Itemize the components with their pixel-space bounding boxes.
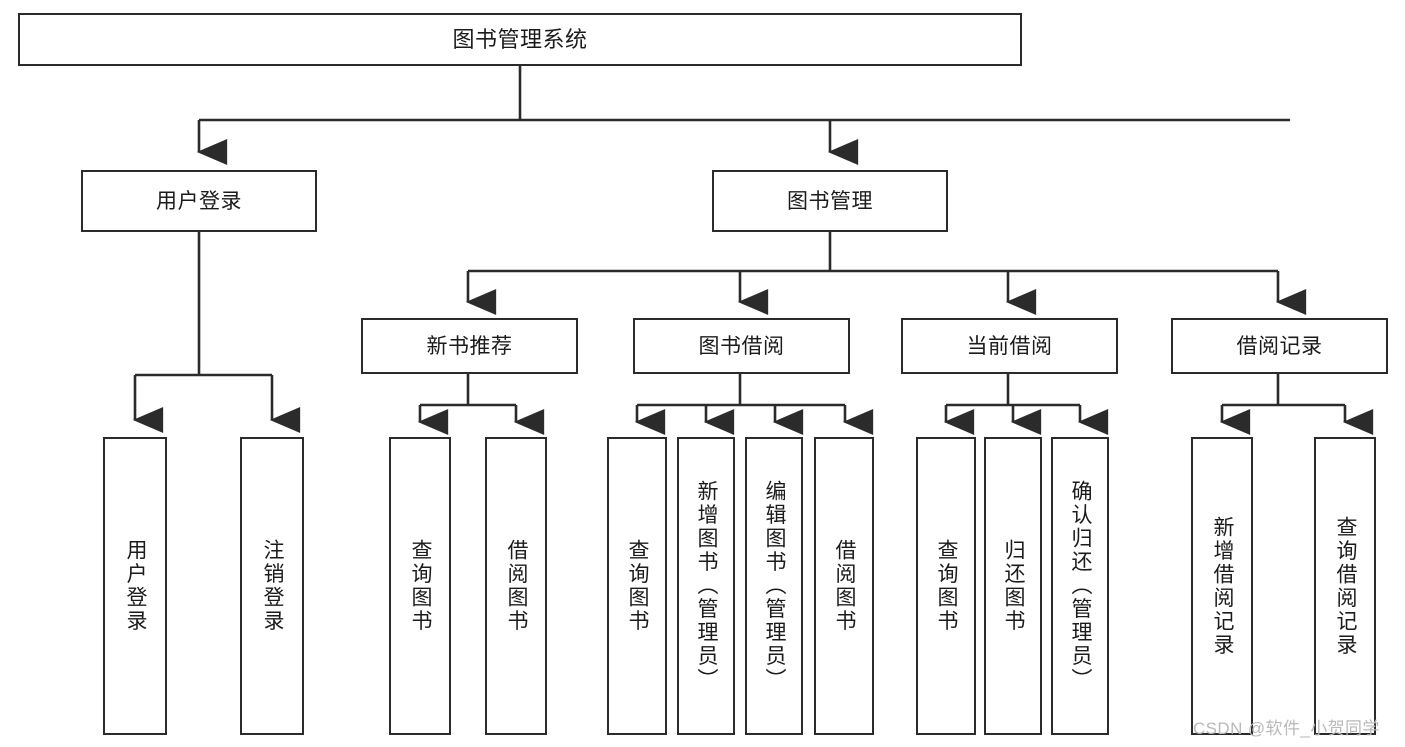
- leaf-user-login-signin[interactable]: 用户登录: [103, 437, 167, 735]
- leaf-user-login-signout[interactable]: 注销登录: [240, 437, 304, 735]
- node-label: 归还图书: [1002, 539, 1026, 633]
- node-label: 查询图书: [409, 539, 433, 633]
- node-label: 用户登录: [124, 539, 148, 633]
- node-book-management[interactable]: 图书管理: [712, 170, 948, 232]
- node-label: 新增借阅记录: [1211, 515, 1235, 657]
- node-label: 查询图书: [935, 539, 959, 633]
- leaf-newbook-borrow-book[interactable]: 借阅图书: [485, 437, 547, 735]
- node-user-login[interactable]: 用户登录: [81, 170, 317, 232]
- node-label: 图书管理: [787, 189, 873, 213]
- node-label: 编辑图书（管理员）: [763, 480, 787, 692]
- leaf-borrowrecords-query-record[interactable]: 查询借阅记录: [1314, 437, 1376, 735]
- node-book-borrow[interactable]: 图书借阅: [633, 318, 850, 374]
- node-current-borrow[interactable]: 当前借阅: [901, 318, 1118, 374]
- node-label: 借阅图书: [505, 539, 529, 633]
- leaf-currentborrow-query-book[interactable]: 查询图书: [916, 437, 976, 735]
- node-new-book-recommend[interactable]: 新书推荐: [361, 318, 578, 374]
- node-label: 当前借阅: [966, 334, 1053, 358]
- leaf-borrowrecords-add-record[interactable]: 新增借阅记录: [1191, 437, 1253, 735]
- node-label: 新增图书（管理员）: [695, 480, 719, 692]
- leaf-bookborrow-borrow-book[interactable]: 借阅图书: [814, 437, 874, 735]
- node-borrow-records[interactable]: 借阅记录: [1171, 318, 1388, 374]
- node-label: 图书管理系统: [452, 26, 588, 52]
- leaf-bookborrow-query-book[interactable]: 查询图书: [607, 437, 667, 735]
- node-root-system[interactable]: 图书管理系统: [18, 13, 1022, 66]
- leaf-currentborrow-confirm-return[interactable]: 确认归还（管理员）: [1051, 437, 1109, 735]
- leaf-bookborrow-edit-book[interactable]: 编辑图书（管理员）: [745, 437, 803, 735]
- node-label: 查询图书: [626, 539, 650, 633]
- leaf-newbook-query-book[interactable]: 查询图书: [389, 437, 451, 735]
- leaf-currentborrow-return-book[interactable]: 归还图书: [984, 437, 1042, 735]
- leaf-bookborrow-add-book[interactable]: 新增图书（管理员）: [677, 437, 735, 735]
- node-label: 用户登录: [156, 189, 242, 213]
- csdn-watermark: CSDN @软件_小贺同学: [1193, 719, 1380, 738]
- node-label: 图书借阅: [698, 334, 785, 358]
- node-label: 借阅记录: [1236, 334, 1323, 358]
- node-label: 确认归还（管理员）: [1069, 480, 1093, 692]
- node-label: 注销登录: [261, 539, 285, 633]
- node-label: 查询借阅记录: [1334, 515, 1358, 657]
- node-label: 新书推荐: [426, 334, 513, 358]
- node-label: 借阅图书: [833, 539, 857, 633]
